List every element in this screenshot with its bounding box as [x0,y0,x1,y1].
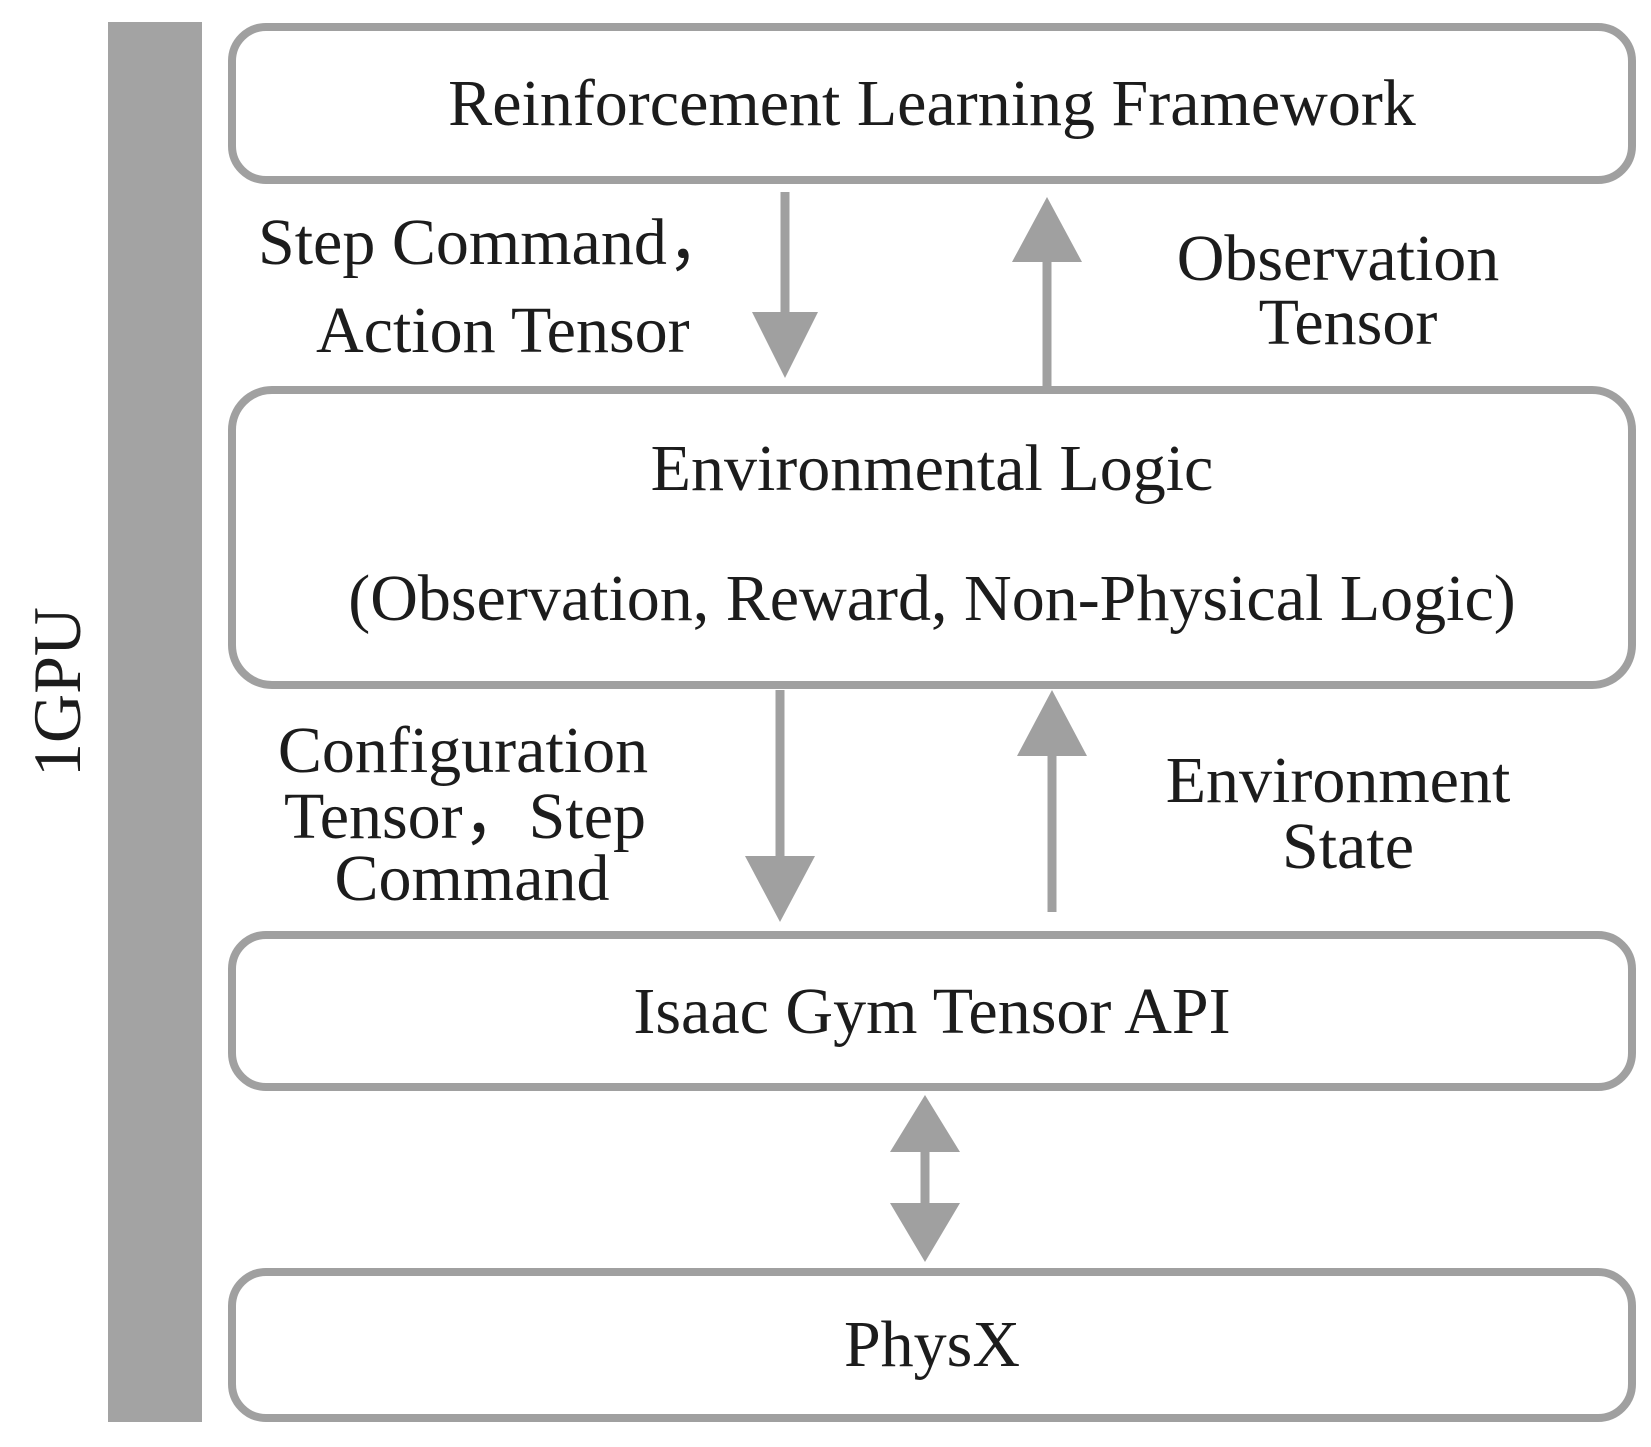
config-step-line3: Command [335,842,610,915]
env-logic-label: Environmental Logic [651,432,1214,505]
arrow-step-action-head [752,312,818,378]
rl-framework-box-frame [228,23,1636,184]
env-state-line1: Environment [1166,744,1511,817]
arrow-config-step-down [745,690,815,922]
rl-framework-label: Reinforcement Learning Framework [448,67,1416,140]
arrow-config-step-head [745,856,815,922]
gpu-label: 1GPU [19,607,95,777]
rl-framework-box: Reinforcement Learning Framework [228,23,1636,184]
arrow-observation-head [1012,197,1082,262]
physx-label: PhysX [844,1308,1020,1381]
env-logic-box: Environmental Logic (Observation, Reward… [228,386,1636,689]
observation-line2: Tensor [1259,286,1438,359]
step-action-line1: Step Command， [258,206,733,279]
arrow-tensor-physx-bidirectional [890,1095,960,1262]
config-step-line1: Configuration [278,714,648,787]
physx-box-frame [228,1268,1636,1422]
env-logic-box-frame [228,386,1636,689]
arrow-env-state-up [1017,690,1087,912]
tensor-api-label: Isaac Gym Tensor API [633,975,1230,1048]
arrow-tensor-physx-head-down [890,1203,960,1262]
env-logic-sublabel: (Observation, Reward, Non-Physical Logic… [348,562,1516,635]
arrow-observation-up [1012,197,1082,386]
tensor-api-box-frame [228,931,1636,1091]
config-step-line2: Tensor，Step [284,780,646,853]
gpu-side-bar [108,22,202,1422]
env-state-line2: State [1282,810,1414,883]
physx-box: PhysX [228,1268,1636,1422]
observation-line1: Observation [1177,222,1500,295]
step-action-line2: Action Tensor [316,294,690,367]
arrow-step-action-down [752,192,818,378]
tensor-api-box: Isaac Gym Tensor API [228,931,1636,1091]
arrow-env-state-head [1017,690,1087,756]
arrow-tensor-physx-head-up [890,1095,960,1152]
